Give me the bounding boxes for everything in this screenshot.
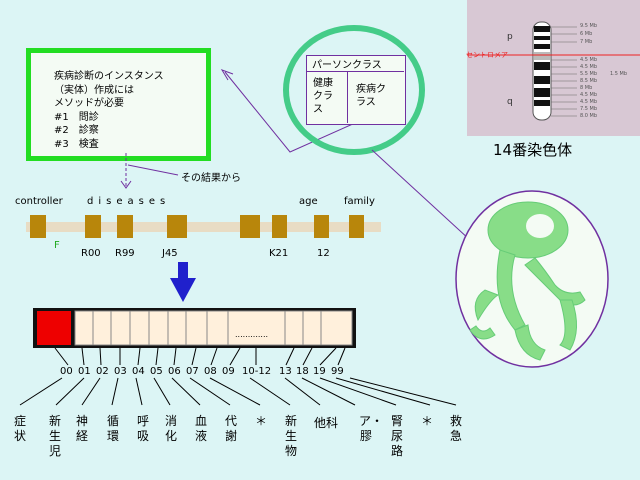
- green-creature: [469, 201, 586, 361]
- category-label: 消化: [164, 414, 177, 443]
- gene-block-age: [314, 215, 329, 238]
- index-tick: 08: [204, 366, 217, 377]
- gene-block-j45: [167, 215, 187, 238]
- person-class-title: パーソンクラス: [312, 60, 382, 71]
- index-connector-lines: [54, 347, 346, 366]
- mb-label: 8 Mb: [580, 85, 593, 91]
- chromosome-ideogram: [467, 21, 640, 121]
- mb-side-label: 1.5 Mb: [610, 71, 628, 77]
- mb-label: 8.0 Mb: [580, 113, 598, 119]
- gene-block-controller: [30, 215, 46, 238]
- index-tick: 13: [279, 366, 292, 377]
- code-r99: R99: [115, 248, 135, 259]
- category-label: 呼吸: [136, 414, 149, 443]
- code-j45: J45: [162, 248, 178, 259]
- category-label: 腎尿路: [390, 414, 403, 458]
- person-to-note-arrowhead: [220, 69, 234, 81]
- mb-label: 9.5 Mb: [580, 23, 598, 29]
- blue-arrow-head: [170, 278, 196, 302]
- category-label: ＊: [420, 414, 433, 428]
- gene-block-family: [349, 215, 364, 238]
- array-ellipsis: .............: [235, 330, 269, 339]
- index-tick: 10-12: [242, 366, 272, 377]
- family-label: family: [344, 196, 375, 207]
- index-tick: 00: [60, 366, 73, 377]
- index-tick: 19: [313, 366, 326, 377]
- gene-block-r00: [85, 215, 101, 238]
- category-connector-lines: [19, 377, 457, 406]
- centromere-label: セントロメア: [466, 51, 508, 59]
- index-tick: 05: [150, 366, 163, 377]
- category-label: 循環: [106, 414, 119, 443]
- category-label: ア・膠: [359, 414, 384, 443]
- person-class-box: [306, 55, 406, 125]
- array-cells: [74, 310, 353, 346]
- category-label: ＊: [254, 414, 267, 428]
- code-age-value: 12: [317, 248, 330, 259]
- mb-label: 5.5 Mb: [580, 71, 598, 77]
- category-label: 代謝: [224, 414, 237, 443]
- category-label: 新生児: [48, 414, 61, 458]
- mb-label: 4.5 Mb: [580, 92, 598, 98]
- index-tick: 07: [186, 366, 199, 377]
- code-r00: R00: [81, 248, 101, 259]
- disease-class-cell: 疾病ク ラス: [356, 84, 386, 108]
- category-label: 救急: [449, 414, 462, 443]
- mb-label: 7 Mb: [580, 39, 593, 45]
- index-tick: 03: [114, 366, 127, 377]
- mb-label: 4.5 Mb: [580, 57, 598, 63]
- method-note-box: [26, 48, 211, 161]
- category-label: 他科: [314, 416, 339, 430]
- gene-block-r99: [117, 215, 133, 238]
- arm-q-label: q: [507, 97, 513, 107]
- gene-block-k21: [272, 215, 287, 238]
- gene-bar: [26, 222, 381, 232]
- category-label: 神経: [75, 414, 88, 443]
- person-class-divider-v: [347, 71, 348, 123]
- code-f: F: [54, 240, 60, 251]
- mb-label: 4.5 Mb: [580, 99, 598, 105]
- note-down-arrowhead: [120, 180, 132, 189]
- category-label: 新生物: [284, 414, 297, 458]
- person-class-ring: [283, 25, 425, 155]
- person-to-note-line: [224, 71, 356, 153]
- health-class-cell: 健康 クラ ス: [313, 78, 333, 115]
- mb-label: 4.5 Mb: [580, 64, 598, 70]
- index-tick: 06: [168, 366, 181, 377]
- blue-arrow-shaft: [178, 262, 188, 280]
- method-note-text: 疾病診断のインスタンス （実体）作成には メソッドが必要 #1 問診 #2 診察…: [54, 71, 164, 150]
- chromosome-panel: [467, 0, 640, 136]
- index-tick: 02: [96, 366, 109, 377]
- note-label-line: [127, 164, 179, 176]
- gene-block-a: [240, 215, 260, 238]
- category-label: 症状: [13, 414, 26, 443]
- arm-p-label: p: [507, 32, 513, 42]
- index-tick: 01: [78, 366, 91, 377]
- mb-label: 7.5 Mb: [580, 106, 598, 112]
- index-tick: 09: [222, 366, 235, 377]
- age-label: age: [299, 196, 318, 207]
- controller-label: controller: [15, 196, 63, 207]
- category-label: 血液: [194, 414, 207, 443]
- ring-to-creature-line: [371, 149, 471, 241]
- mb-label: 6 Mb: [580, 31, 593, 37]
- mb-label: 8.5 Mb: [580, 78, 598, 84]
- index-tick: 18: [296, 366, 309, 377]
- array-cell-selected: [37, 311, 71, 345]
- centromere: [534, 52, 550, 60]
- person-class-divider-h: [306, 71, 404, 72]
- note-arrow-label: その結果から: [181, 173, 241, 184]
- diseases-label: diseases: [87, 196, 171, 207]
- chromosome-caption: 14番染色体: [493, 141, 573, 159]
- code-k21: K21: [269, 248, 289, 259]
- index-tick: 99: [331, 366, 344, 377]
- index-tick: 04: [132, 366, 145, 377]
